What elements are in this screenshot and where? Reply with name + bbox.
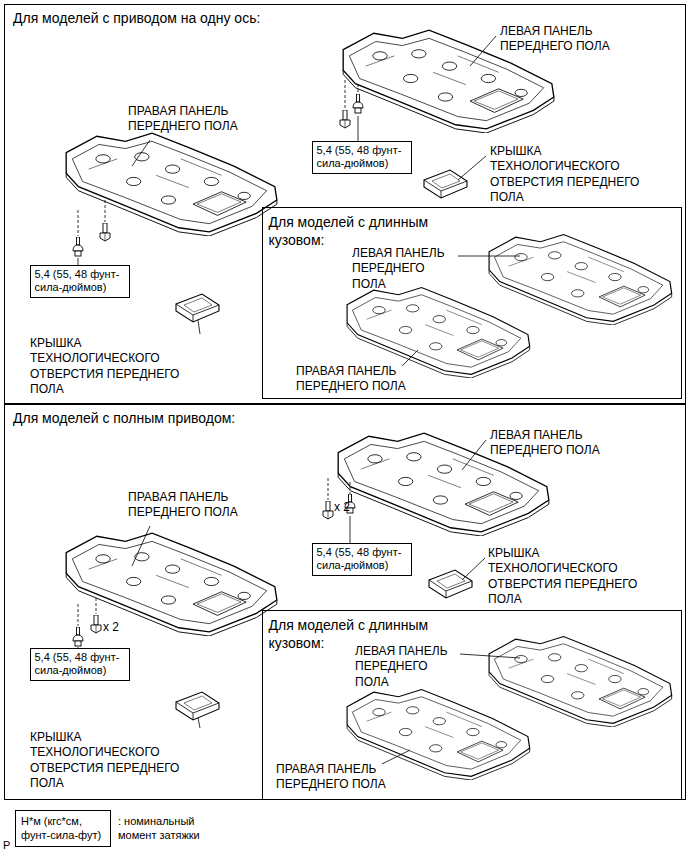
- section-heading: Для моделей с полным приводом:: [13, 410, 677, 428]
- torque-value: 5,4 (55, 48 фунт- сила-дюймов): [317, 546, 407, 574]
- part-label: КРЫШКА ТЕХНОЛОГИЧЕСКОГО ОТВЕРСТИЯ ПЕРЕДН…: [490, 144, 640, 205]
- torque-box: 5,4 (55, 48 фунт- сила-дюймов): [312, 141, 412, 175]
- variant-heading: Для моделей с длинным кузовом:: [269, 213, 447, 249]
- part-label: КРЫШКА ТЕХНОЛОГИЧЕСКОГО ОТВЕРСТИЯ ПЕРЕДН…: [488, 546, 638, 607]
- legend-key: Н*м (кгс*см, фунт-сила-фут): [21, 814, 105, 843]
- torque-box: 5,4 (55, 48 фунт- сила-дюймов): [312, 543, 412, 577]
- part-label: ЛЕВАЯ ПАНЕЛЬ ПЕРЕДНЕГО ПОЛА: [500, 24, 628, 55]
- legend-box: Н*м (кгс*см, фунт-сила-фут): [15, 810, 111, 847]
- legend-note: : номинальный момент затяжки: [118, 814, 222, 842]
- part-label: КРЫШКА ТЕХНОЛОГИЧЕСКОГО ОТВЕРСТИЯ ПЕРЕДН…: [30, 730, 180, 791]
- part-label: ПРАВАЯ ПАНЕЛЬ ПЕРЕДНЕГО ПОЛА: [276, 762, 404, 793]
- part-label: ЛЕВАЯ ПАНЕЛЬ ПЕРЕДНЕГО ПОЛА: [355, 644, 461, 690]
- torque-value: 5,4 (55, 48 фунт- сила-дюймов): [35, 651, 125, 679]
- part-label: ПРАВАЯ ПАНЕЛЬ ПЕРЕДНЕГО ПОЛА: [128, 104, 256, 135]
- quantity-label: x 2: [334, 500, 364, 515]
- part-label: ПРАВАЯ ПАНЕЛЬ ПЕРЕДНЕГО ПОЛА: [296, 364, 424, 395]
- section-frame: Для моделей с полным приводом: 5,4 (55, 4…: [4, 404, 686, 800]
- torque-box: 5,4 (55, 48 фунт- сила-дюймов): [30, 648, 130, 682]
- torque-box: 5,4 (55, 48 фунт- сила-дюймов): [30, 265, 130, 299]
- part-label: КРЫШКА ТЕХНОЛОГИЧЕСКОГО ОТВЕРСТИЯ ПЕРЕДН…: [30, 336, 180, 397]
- part-label: ПРАВАЯ ПАНЕЛЬ ПЕРЕДНЕГО ПОЛА: [128, 490, 256, 521]
- torque-value: 5,4 (55, 48 фунт- сила-дюймов): [317, 144, 407, 172]
- torque-value: 5,4 (55, 48 фунт- сила-дюймов): [35, 268, 125, 296]
- section-frame: Для моделей с приводом на одну ось:5,4 (…: [4, 4, 686, 404]
- figure-code: P: [3, 838, 17, 852]
- part-label: ЛЕВАЯ ПАНЕЛЬ ПЕРЕДНЕГО ПОЛА: [490, 428, 618, 459]
- quantity-label: x 2: [103, 620, 133, 635]
- part-label: ЛЕВАЯ ПАНЕЛЬ ПЕРЕДНЕГО ПОЛА: [352, 246, 458, 292]
